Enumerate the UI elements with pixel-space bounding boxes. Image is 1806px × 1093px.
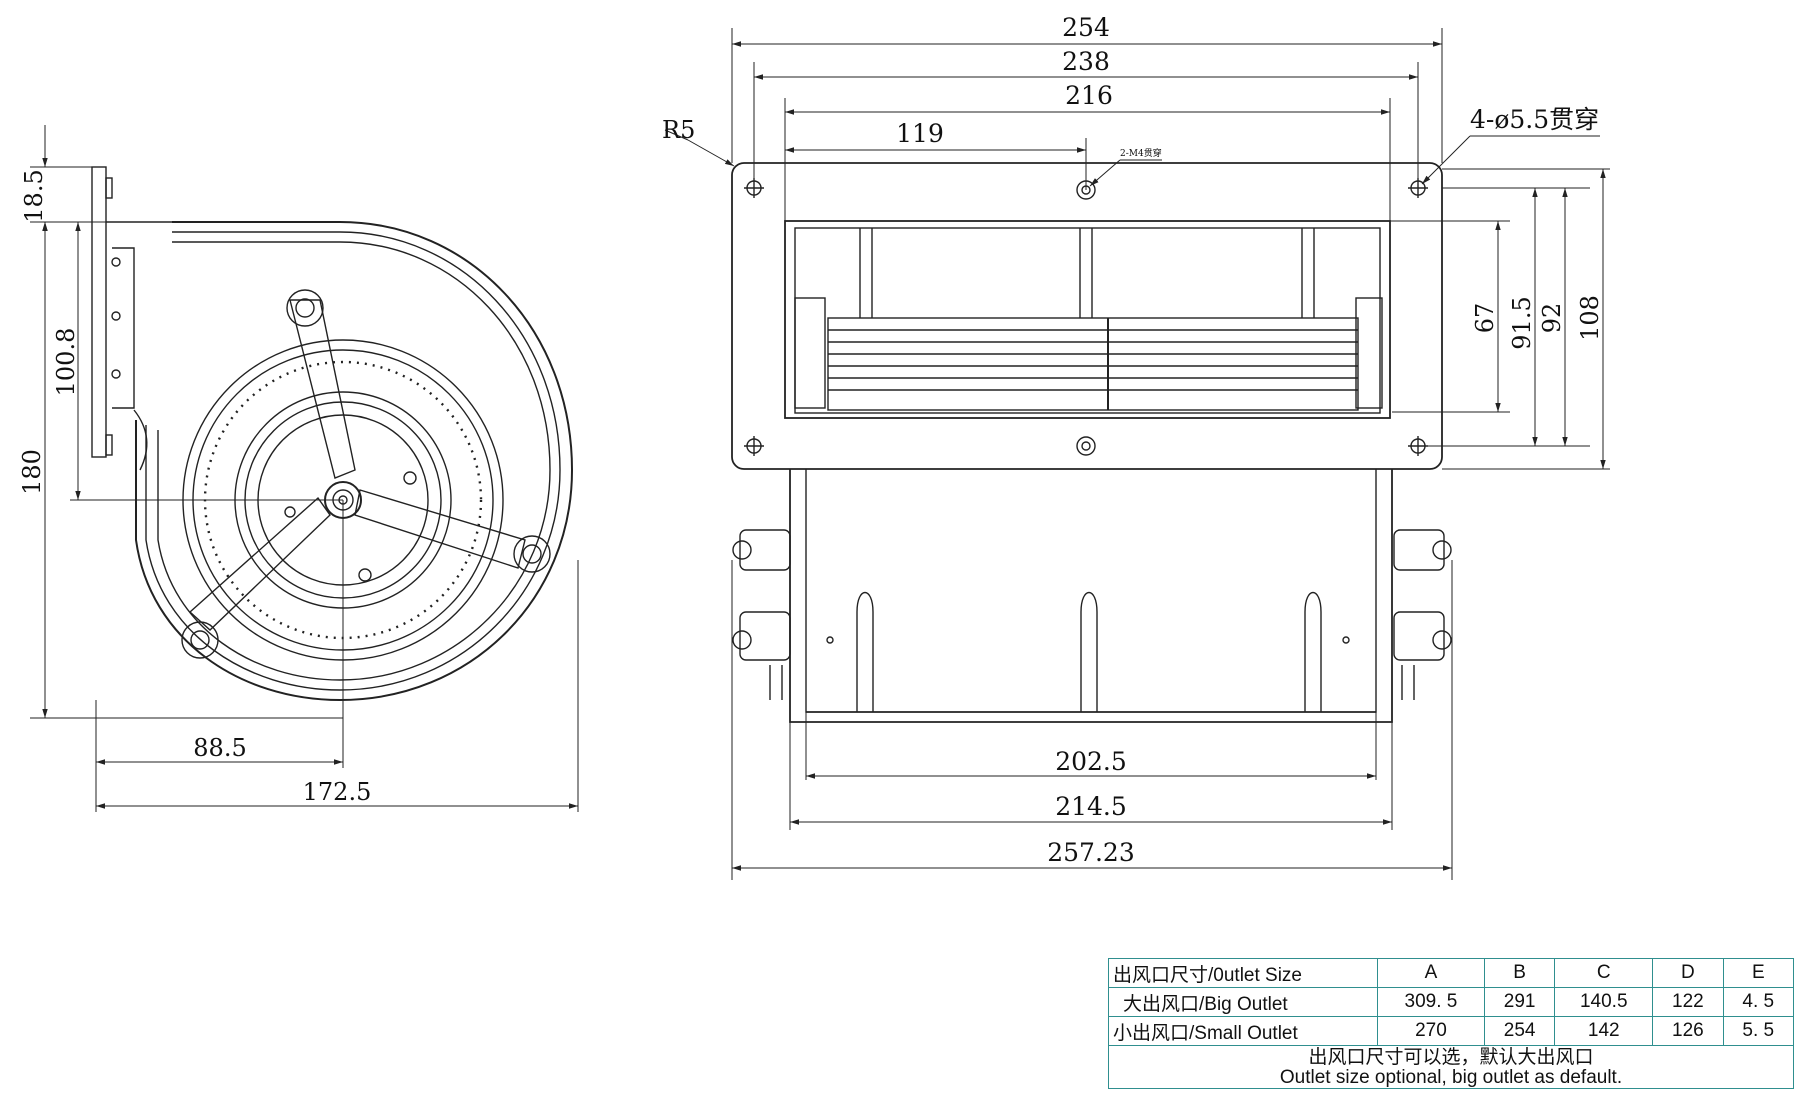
table-cell: 142 (1554, 1016, 1654, 1046)
table-cell: 小出风口/Small Outlet (1108, 1016, 1378, 1046)
dim-r5: R5 (662, 116, 695, 144)
spider-arm-left (188, 496, 331, 631)
side-dimension-labels: 18.5 100.8 180 88.5 172.5 (18, 169, 371, 806)
dim-180: 180 (18, 449, 46, 495)
front-dimension-lines (664, 28, 1610, 880)
dim-214-5: 214.5 (1055, 792, 1127, 821)
table-header-cell: C (1554, 958, 1654, 988)
front-flange-plate (731, 162, 1443, 470)
table-cell: 122 (1652, 987, 1724, 1017)
table-cell: 126 (1652, 1016, 1724, 1046)
spider-arm-top (289, 299, 356, 479)
note-cn: 出风口尺寸可以选，默认大出风口 (1308, 1047, 1594, 1068)
table-row: 小出风口/Small Outlet 270 254 142 126 5. 5 (1108, 1016, 1795, 1046)
table-note: 出风口尺寸可以选，默认大出风口 Outlet size optional, bi… (1108, 1045, 1794, 1089)
table-header-cell: A (1377, 958, 1485, 988)
table-cell: 291 (1483, 987, 1556, 1017)
table-cell: 5. 5 (1722, 1016, 1795, 1046)
dim-254: 254 (1062, 13, 1110, 42)
front-view (731, 162, 1452, 723)
dim-92: 92 (1538, 303, 1566, 334)
table-header-cell: B (1483, 958, 1556, 988)
side-dimension-lines (30, 125, 579, 812)
side-view (91, 166, 574, 702)
table-header-row: 出风口尺寸/0utlet Size A B C D E (1108, 958, 1795, 988)
dim-108: 108 (1576, 295, 1604, 341)
table-cell: 4. 5 (1722, 987, 1795, 1017)
housing-ribs (856, 592, 1322, 712)
side-mounts-left (732, 529, 791, 700)
table-cell: 309. 5 (1377, 987, 1485, 1017)
table-note-row: 出风口尺寸可以选，默认大出风口 Outlet size optional, bi… (1108, 1045, 1794, 1089)
dim-holes: 4-ø5.5贯穿 (1470, 105, 1599, 134)
spider-arm-right (354, 489, 526, 569)
table-header-cell: E (1722, 958, 1795, 988)
side-mounts-right (1393, 529, 1452, 700)
table-header-cell: D (1652, 958, 1724, 988)
dim-small-note: 2-M4贯穿 (1120, 147, 1162, 159)
volute-housing (135, 221, 574, 702)
table-header-cell: 出风口尺寸/0utlet Size (1108, 958, 1378, 988)
impeller-blades (827, 317, 1359, 411)
dim-257-23: 257.23 (1047, 838, 1134, 867)
table-cell: 140.5 (1554, 987, 1654, 1017)
table-cell: 254 (1483, 1016, 1556, 1046)
front-housing-body (789, 469, 1393, 723)
side-flange-plate (91, 166, 107, 458)
dim-216: 216 (1065, 81, 1113, 110)
dim-119: 119 (896, 119, 944, 148)
front-dimension-labels: 254 238 216 119 R5 4-ø5.5贯穿 2-M4贯穿 67 91… (662, 13, 1604, 867)
outlet-opening (784, 220, 1391, 419)
dim-238: 238 (1062, 47, 1110, 76)
cable (133, 409, 148, 471)
dim-18-5: 18.5 (20, 169, 48, 222)
table-cell: 大出风口/Big Outlet (1108, 987, 1378, 1017)
dim-100-8: 100.8 (52, 328, 80, 397)
dim-88-5: 88.5 (193, 734, 246, 762)
dim-67: 67 (1471, 303, 1499, 334)
note-en: Outlet size optional, big outlet as defa… (1279, 1067, 1623, 1088)
side-bracket (112, 247, 135, 409)
outlet-size-table: 出风口尺寸/0utlet Size A B C D E 大出风口/Big Out… (1108, 958, 1795, 1089)
dim-172-5: 172.5 (303, 778, 372, 806)
dim-91-5: 91.5 (1508, 296, 1536, 349)
mounting-holes (744, 178, 1428, 456)
table-cell: 270 (1377, 1016, 1485, 1046)
table-row: 大出风口/Big Outlet 309. 5 291 140.5 122 4. … (1108, 987, 1795, 1017)
dim-202-5: 202.5 (1055, 747, 1127, 776)
